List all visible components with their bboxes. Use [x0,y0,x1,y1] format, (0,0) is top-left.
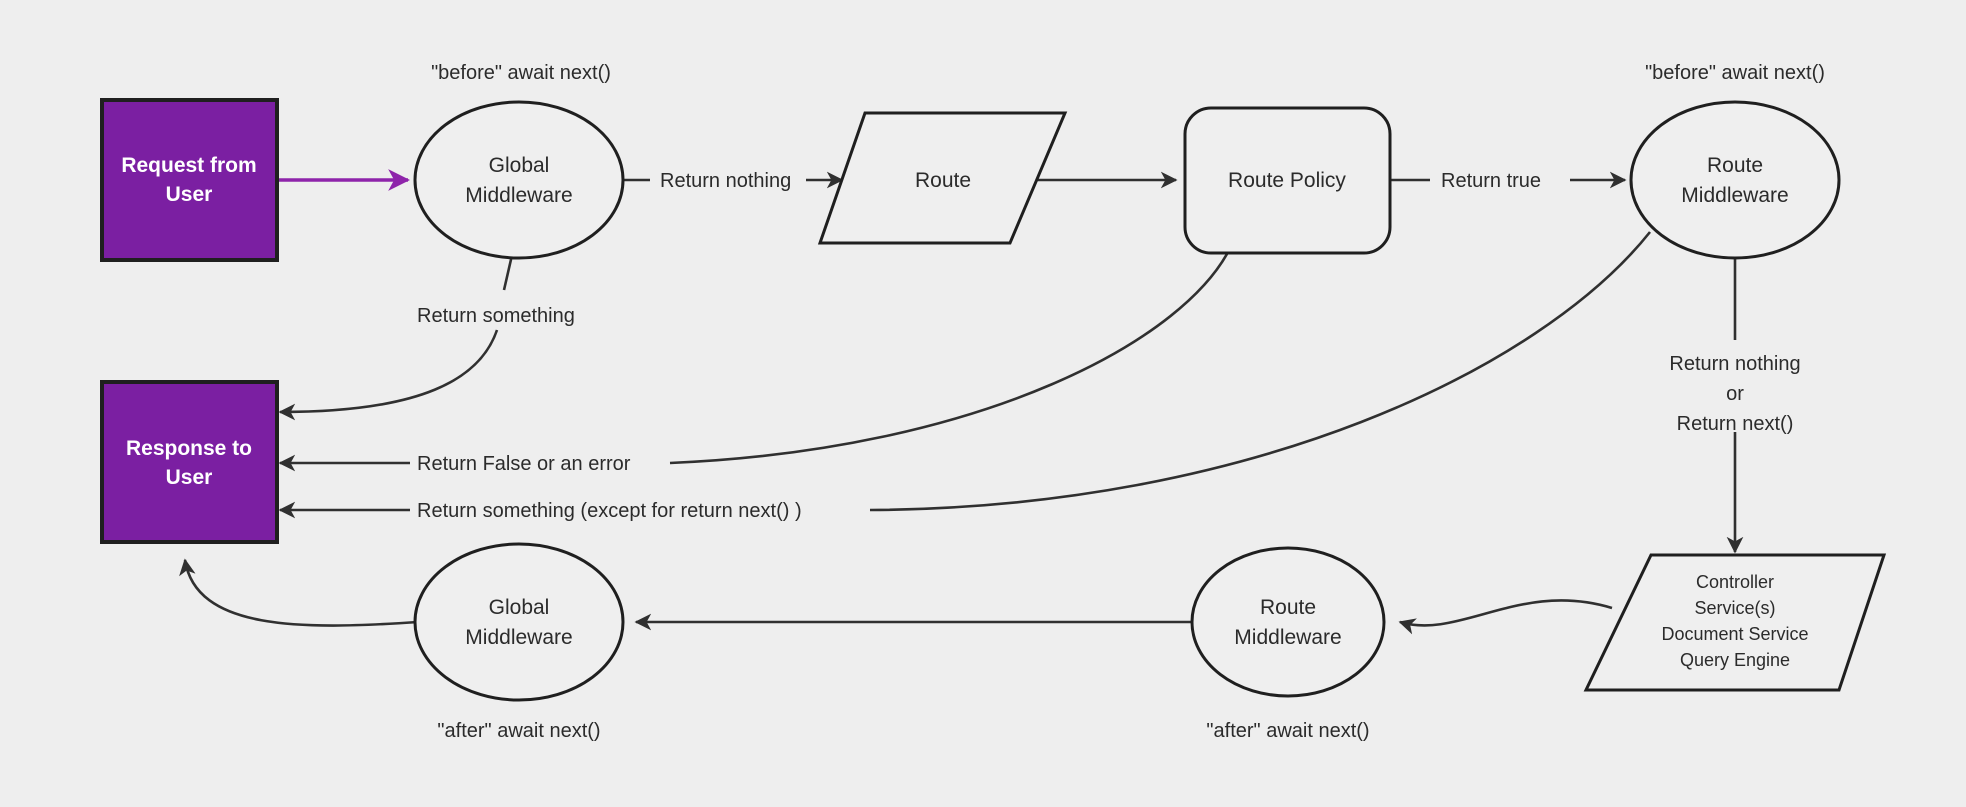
annotation-before-await-next-right: "before" await next() [1645,62,1825,84]
edge-route-middleware-to-response: Return something (except for return next… [278,231,1652,522]
edge-label-return-true: Return true [1441,170,1541,192]
route-parallelogram[interactable] [817,111,1068,245]
edge-label-return-something-except-next: Return something (except for return next… [417,500,802,522]
request-from-user-label-line2: User [166,183,213,206]
route-policy-label: Route Policy [1228,169,1346,192]
node-global-middleware-bottom[interactable]: Global Middleware [413,542,625,702]
annotation-after-await-next-right: "after" await next() [1206,720,1369,742]
node-route[interactable]: Route [817,111,1068,245]
controller-block-label-line4: Query Engine [1680,650,1790,670]
global-middleware-top-label-line1: Global [489,154,550,177]
node-global-middleware-top[interactable]: Global Middleware [413,100,625,260]
route-middleware-top-label-line1: Route [1707,154,1763,177]
edge-global-middleware-to-response: Return something [278,241,575,421]
controller-block-parallelogram[interactable] [1583,553,1887,692]
route-policy-box[interactable] [1183,106,1392,255]
request-from-user-box[interactable] [100,98,279,262]
global-middleware-bottom-label-line2: Middleware [465,626,572,649]
controller-block-label-line1: Controller [1696,572,1774,592]
node-route-middleware-top[interactable]: Route Middleware [1629,100,1841,260]
edge-label-return-false-or-error: Return False or an error [417,453,631,475]
global-middleware-bottom-label-line1: Global [489,596,550,619]
edge-label-or: or [1726,383,1744,405]
route-middleware-top-label-line2: Middleware [1681,184,1788,207]
edge-global-bottom-to-response [179,558,419,627]
route-middleware-top-ellipse[interactable] [1629,100,1841,260]
annotation-after-await-next-left: "after" await next() [437,720,600,742]
route-middleware-bottom-label-line2: Middleware [1234,626,1341,649]
response-to-user-label-line1: Response to [126,437,252,460]
request-from-user-label-line1: Request from [121,154,256,177]
edge-route-policy-to-response: Return False or an error [278,241,1235,475]
global-middleware-bottom-ellipse[interactable] [413,542,625,702]
edge-controller-to-route-middleware-bottom [1398,599,1613,635]
node-route-policy[interactable]: Route Policy [1183,106,1392,255]
response-to-user-box[interactable] [100,380,279,544]
route-label: Route [915,169,971,192]
route-middleware-bottom-ellipse[interactable] [1190,546,1386,698]
edge-route-policy-to-route-middleware: Return true [1390,170,1627,192]
global-middleware-top-label-line2: Middleware [465,184,572,207]
edge-label-return-next: Return next() [1677,413,1794,435]
annotation-before-await-next-left: "before" await next() [431,62,611,84]
controller-block-label-line3: Document Service [1661,624,1808,644]
node-request-from-user[interactable]: Request from User [100,98,279,262]
node-controller-block[interactable]: Controller Service(s) Document Service Q… [1583,553,1887,692]
edge-label-return-something: Return something [417,305,575,327]
route-middleware-bottom-label-line1: Route [1260,596,1316,619]
node-route-middleware-bottom[interactable]: Route Middleware [1190,546,1386,698]
node-response-to-user[interactable]: Response to User [100,380,279,544]
edge-label-return-nothing-2: Return nothing [1669,353,1800,375]
edge-route-middleware-to-controller: Return nothing or Return next() [1669,240,1801,554]
edge-global-middleware-to-route: Return nothing [622,170,844,192]
response-to-user-label-line2: User [166,466,213,489]
controller-block-label-line2: Service(s) [1694,598,1775,618]
global-middleware-top-ellipse[interactable] [413,100,625,260]
edge-label-return-nothing: Return nothing [660,170,791,192]
